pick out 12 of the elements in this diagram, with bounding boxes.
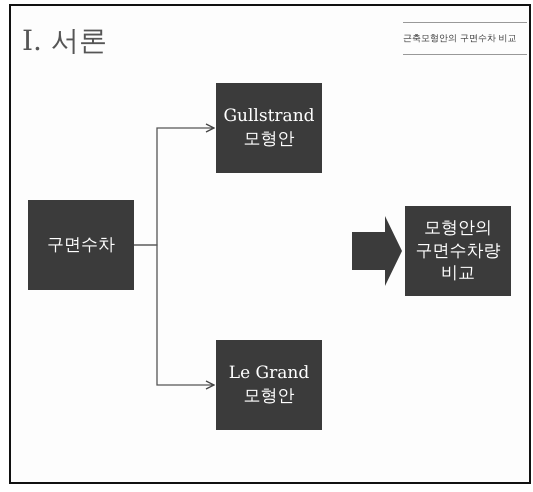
process-box bbox=[216, 83, 322, 173]
process-box bbox=[28, 200, 134, 290]
connector-arrow bbox=[134, 244, 215, 390]
header-label: 근축모형안의 구면수차 비교 bbox=[403, 33, 517, 45]
box-text: Le Grand 모형안 bbox=[228, 362, 310, 408]
box-text: Gullstrand 모형안 bbox=[222, 105, 316, 151]
block-arrow bbox=[352, 216, 402, 286]
box-text: 구면수차 bbox=[47, 234, 115, 256]
process-box bbox=[405, 206, 511, 296]
section-title: Ⅰ. 서론 bbox=[22, 23, 107, 59]
box-text: 모형안의 구면수차량 비교 bbox=[414, 216, 502, 286]
process-box bbox=[216, 340, 322, 430]
